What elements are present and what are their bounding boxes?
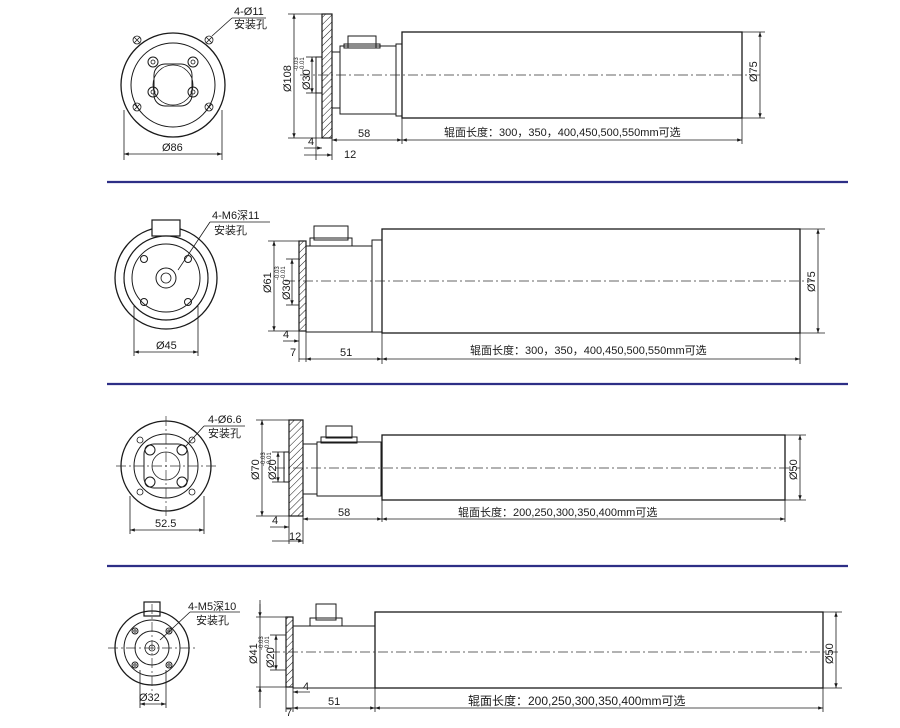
motor-view-4: 4-M5深10 安装孔 Ø32 Ø41 Ø20 -0. — [108, 600, 842, 719]
hole-label: 4-M6深11 — [212, 209, 259, 222]
hole-note: 安装孔 — [208, 426, 241, 440]
motor-length-label: 58 — [338, 507, 350, 519]
side-view-1: Ø108 Ø30 -0.03 -0.01 Ø75 58 辊面长度：300，350… — [282, 13, 765, 161]
tolerance-upper: -0.03 — [259, 636, 265, 650]
dim-b-label: 7 — [286, 707, 292, 719]
hole-label: 4-Ø6.6 — [208, 414, 242, 426]
motor-length-label: 51 — [340, 347, 352, 359]
shaft-diameter-label: Ø20 — [265, 647, 277, 668]
motor-length-label: 51 — [328, 696, 340, 708]
tolerance-upper: -0.03 — [261, 452, 267, 466]
tolerance-lower: -0.01 — [300, 57, 306, 71]
shaft-diameter-label: Ø30 — [301, 69, 313, 90]
roller-length-note: 辊面长度：200,250,300,350,400mm可选 — [458, 505, 657, 519]
flange-od-label: Ø70 — [250, 459, 262, 480]
flange-diameter-label: Ø45 — [156, 340, 177, 352]
side-view-2: Ø61 Ø30 -0.03 -0.01 Ø75 4 7 51 辊面 — [262, 225, 825, 364]
roller-length-note: 辊面长度：300，350，400,450,500,550mm可选 — [470, 343, 707, 357]
flange-diameter-label: Ø86 — [162, 142, 183, 154]
hole-note: 安装孔 — [196, 613, 229, 627]
tolerance-lower: -0.01 — [265, 636, 271, 650]
flange-diameter-label: Ø32 — [139, 692, 160, 704]
roller-diameter-label: Ø50 — [824, 643, 836, 664]
dim-a-label: 4 — [303, 681, 309, 693]
roller-diameter-label: Ø75 — [748, 61, 760, 82]
motor-length-label: 58 — [358, 128, 370, 140]
motor-view-3: 4-Ø6.6 安装孔 52.5 Ø70 Ø20 -0. — [116, 414, 806, 544]
dim-a-label: 4 — [272, 515, 278, 527]
roller-diameter-label: Ø75 — [806, 271, 818, 292]
side-view-4: Ø41 Ø20 -0.03 -0.01 Ø50 4 7 51 辊面 — [248, 600, 842, 719]
tolerance-upper: -0.03 — [275, 266, 281, 280]
roller-length-note: 辊面长度：200,250,300,350,400mm可选 — [468, 693, 685, 708]
front-view-2: 4-M6深11 安装孔 Ø45 — [114, 209, 270, 356]
tolerance-upper: -0.03 — [294, 57, 300, 71]
hole-label: 4-M5深10 — [188, 600, 236, 613]
dim-a-label: 4 — [283, 329, 289, 341]
tolerance-lower: -0.01 — [267, 452, 273, 466]
hole-label: 4-Ø11 — [234, 6, 264, 18]
tolerance-lower: -0.01 — [281, 266, 287, 280]
side-view-3: Ø70 Ø20 -0.03 -0.01 Ø50 58 辊面长度：200,250,… — [250, 419, 806, 544]
dim-b-label: 12 — [344, 149, 356, 161]
hole-note: 安装孔 — [214, 223, 247, 237]
shaft-diameter-label: Ø20 — [267, 459, 279, 480]
flange-od-label: Ø41 — [248, 643, 260, 664]
motor-view-2: 4-M6深11 安装孔 Ø45 Ø61 Ø30 -0.03 — [114, 209, 825, 364]
dim-b-label: 7 — [290, 347, 296, 359]
flange-diameter-label: 52.5 — [155, 518, 176, 530]
dim-b-label: 12 — [289, 531, 301, 543]
roller-diameter-label: Ø50 — [788, 459, 800, 480]
flange-od-label: Ø61 — [262, 272, 274, 293]
shaft-diameter-label: Ø30 — [281, 279, 293, 300]
front-view-1: 4-Ø11 安装孔 Ø86 — [120, 6, 267, 160]
front-view-4: 4-M5深10 安装孔 Ø32 — [108, 600, 240, 708]
motor-view-1: 4-Ø11 安装孔 Ø86 Ø108 Ø3 — [120, 6, 765, 161]
roller-length-note: 辊面长度：300，350，400,450,500,550mm可选 — [444, 125, 681, 139]
dim-a-label: 4 — [308, 136, 314, 148]
flange-od-label: Ø108 — [282, 65, 294, 92]
front-view-3: 4-Ø6.6 安装孔 52.5 — [116, 414, 245, 534]
hole-note: 安装孔 — [234, 17, 267, 31]
